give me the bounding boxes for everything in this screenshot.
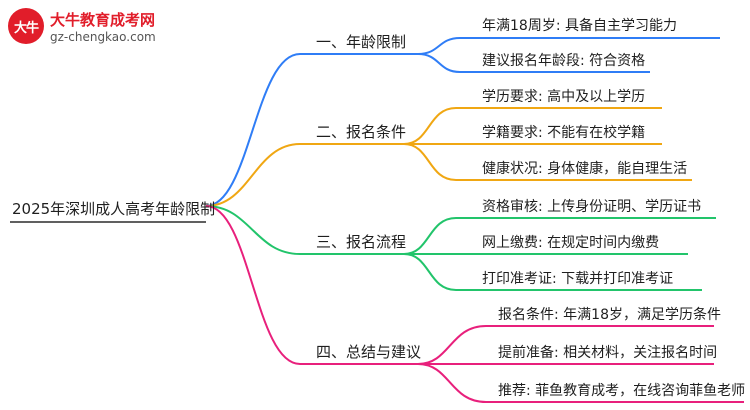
leaf-3-3: 打印准考证: 下载并打印准考证 — [482, 270, 673, 287]
connector-root-b1 — [205, 53, 418, 207]
connector-b4-leaf1 — [417, 325, 714, 365]
connector-root-b2 — [205, 143, 404, 207]
leaf-4-2: 提前准备: 相关材料，关注报名时间 — [498, 344, 717, 361]
connector-b2-leaf3 — [403, 143, 692, 181]
leaf-4-1: 报名条件: 年满18岁，满足学历条件 — [498, 306, 721, 323]
leaf-2-2: 学籍要求: 不能有在校学籍 — [482, 124, 645, 141]
root-node: 2025年深圳成人高考年龄限制 — [12, 200, 215, 218]
logo-title: 大牛教育成考网 — [50, 11, 156, 29]
branch-label-3: 三、报名流程 — [316, 233, 406, 251]
connector-b1-leaf2 — [417, 53, 650, 73]
connector-b3-leaf3 — [403, 253, 702, 291]
logo-mark: 大牛 — [8, 8, 44, 44]
leaf-2-1: 学历要求: 高中及以上学历 — [482, 88, 645, 105]
connector-b2-leaf1 — [403, 107, 662, 145]
connector-b1-leaf1 — [417, 37, 720, 55]
branch-label-1: 一、年龄限制 — [316, 33, 406, 51]
branch-label-4: 四、总结与建议 — [316, 343, 421, 361]
connector-b4-leaf3 — [417, 363, 744, 403]
connector-root-b3 — [205, 205, 404, 255]
leaf-2-3: 健康状况: 身体健康，能自理生活 — [482, 160, 687, 177]
leaf-1-2: 建议报名年龄段: 符合资格 — [482, 53, 645, 69]
logo-url: gz-chengkao.com — [50, 30, 156, 44]
leaf-3-2: 网上缴费: 在规定时间内缴费 — [482, 235, 659, 251]
connector-root-b4 — [205, 205, 418, 365]
leaf-3-1: 资格审核: 上传身份证明、学历证书 — [482, 199, 701, 215]
connector-b3-leaf1 — [403, 217, 716, 255]
site-logo: 大牛 大牛教育成考网 gz-chengkao.com — [6, 4, 206, 50]
branch-label-2: 二、报名条件 — [316, 123, 406, 141]
leaf-1-1: 年满18周岁: 具备自主学习能力 — [482, 17, 677, 34]
leaf-4-3: 推荐: 菲鱼教育成考，在线咨询菲鱼老师 — [498, 382, 745, 399]
